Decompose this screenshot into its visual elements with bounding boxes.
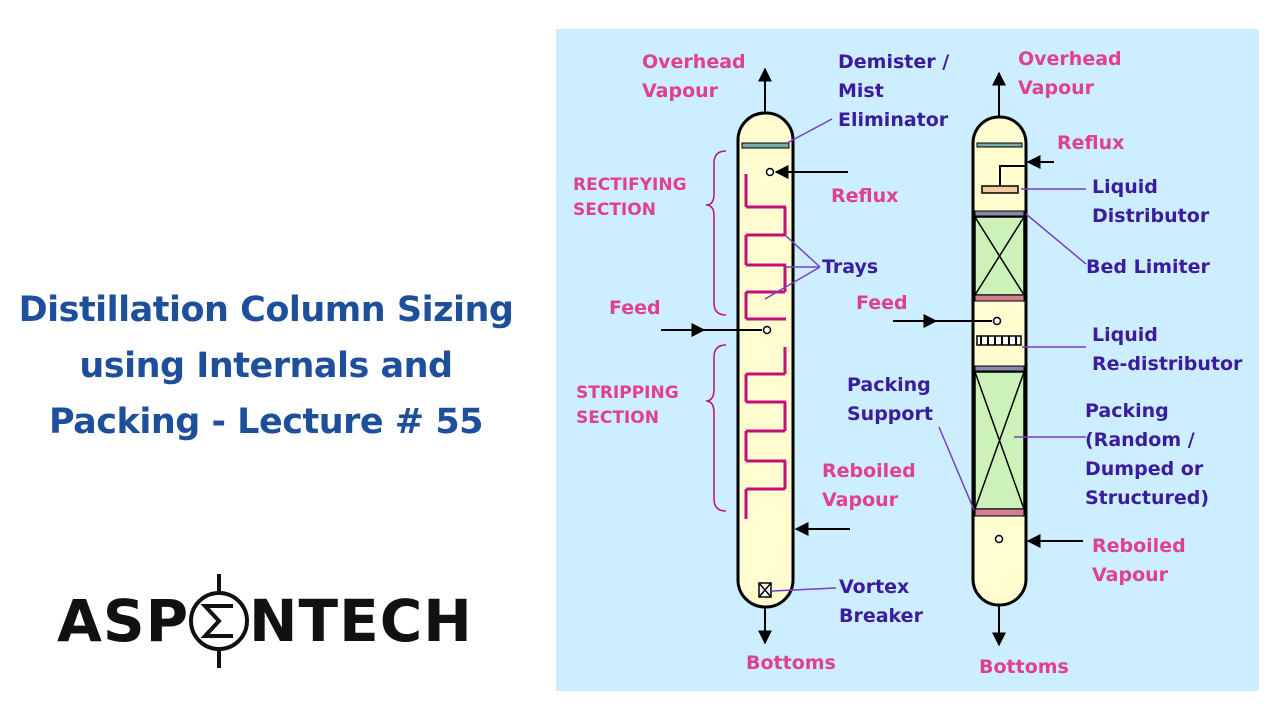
sigma-heat-exchanger-icon [189,574,249,668]
title-line-1: Distillation Column Sizing [18,290,514,330]
lecture-title: Distillation Column Sizing using Interna… [6,282,526,450]
logo-text-left: ASP [57,587,190,655]
title-line-2: using Internals and [79,346,453,386]
logo-text-right: NTECH [249,587,473,655]
trays-label: Trays [822,256,879,278]
tray-feed-label: Feed [609,297,661,319]
aspentech-logo: ASP NTECH [55,572,495,672]
bed-limiter-label: Bed Limiter [1086,256,1210,278]
title-line-3: Packing - Lecture # 55 [48,402,484,442]
tray-column [661,67,850,645]
trays [744,174,787,519]
packed-feed-label: Feed [856,292,908,314]
packed-bottoms-label: Bottoms [979,656,1069,678]
column-drawings [661,67,1087,647]
tray-bottoms-label: Bottoms [746,652,836,674]
packed-reflux-label: Reflux [1057,132,1125,154]
packed-column [893,71,1087,647]
tray-reflux-label: Reflux [831,185,899,207]
